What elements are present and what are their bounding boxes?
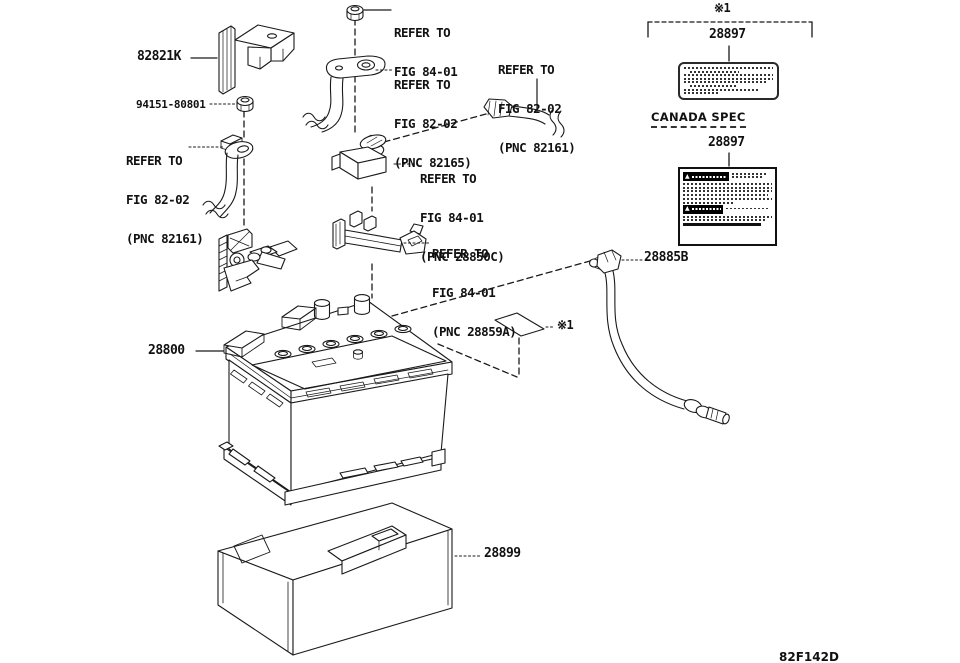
- terminal-left-drawing: [202, 134, 254, 219]
- holddown-clamp-drawing: [332, 210, 427, 255]
- fine-print-line: [690, 84, 737, 87]
- leader-lines-dotted: [188, 69, 643, 557]
- fine-print-line: [683, 190, 772, 193]
- fine-print-line: [684, 74, 773, 77]
- note-asterisk-top: ※1: [714, 1, 731, 15]
- refer-line: (PNC 82161): [126, 231, 204, 246]
- refer-line: FIG 84-01: [394, 64, 458, 79]
- part-label-28899[interactable]: 28899: [484, 546, 521, 561]
- battery-drawing: [218, 294, 453, 506]
- note-asterisk-battery: ※1: [557, 318, 574, 332]
- poison-bar-text: [691, 208, 721, 211]
- refer-line: FIG 82-02: [126, 192, 190, 207]
- fine-print-line: [690, 70, 740, 73]
- battery-clamp-assembly-drawing: [218, 228, 298, 292]
- danger-warning-triangle-icon: ▲: [685, 172, 690, 180]
- canada-spec-heading: CANADA SPEC: [651, 110, 746, 128]
- refer-line: REFER TO: [420, 171, 477, 186]
- fine-print-line: [683, 186, 772, 189]
- battery-wire-drawing: [588, 249, 730, 425]
- poison-warning-triangle-icon: ▲: [685, 205, 690, 213]
- fine-print-line: [683, 215, 772, 218]
- danger-bar-text: [691, 175, 727, 178]
- battery-bracket-drawing: [218, 24, 295, 95]
- battery-sensor-drawing: [331, 134, 387, 180]
- refer-line: REFER TO: [394, 77, 451, 92]
- refer-note-connector: REFER TO FIG 82-02 (PNC 82161): [498, 37, 576, 167]
- part-label-28800[interactable]: 28800: [148, 343, 185, 358]
- terminal-mid-drawing: [302, 55, 386, 133]
- refer-line: REFER TO: [394, 25, 451, 40]
- fine-print-line: [683, 182, 772, 185]
- terminal-nut-drawing: [236, 95, 254, 113]
- refer-line: REFER TO: [432, 246, 489, 261]
- poison-bar: ▲: [683, 204, 723, 214]
- refer-line: (PNC 28850C): [420, 249, 505, 264]
- fine-print-line: [684, 88, 758, 91]
- label-group-bracket: [647, 21, 813, 167]
- fine-print-line: [683, 219, 767, 222]
- refer-line: (PNC 82161): [498, 140, 576, 155]
- fine-print-line: [732, 173, 768, 175]
- fine-print-line-bold: [683, 223, 762, 226]
- fine-print-line: [684, 92, 720, 95]
- refer-line: FIG 84-01: [432, 285, 496, 300]
- part-label-28885b[interactable]: 28885B: [644, 250, 688, 265]
- refer-line: REFER TO: [126, 153, 183, 168]
- refer-note-sensor: REFER TO FIG 84-01 (PNC 28850C): [420, 146, 505, 276]
- refer-note-clamp: REFER TO FIG 84-01 (PNC 28859A): [432, 221, 517, 351]
- fine-print-line: [726, 207, 770, 210]
- battery-cover-drawing: [217, 502, 453, 656]
- refer-note-top-nut: REFER TO FIG 84-01: [394, 0, 458, 91]
- fine-print-line: [732, 176, 762, 178]
- clamp-nut-drawing: [346, 4, 364, 22]
- part-label-28897-usa[interactable]: 28897: [709, 27, 746, 42]
- refer-line: REFER TO: [498, 62, 555, 77]
- refer-note-terminal-left: REFER TO FIG 82-02 (PNC 82161): [126, 128, 204, 258]
- refer-line: FIG 84-01: [420, 210, 484, 225]
- connector-drawing: [483, 98, 565, 138]
- refer-line: FIG 82-02: [498, 101, 562, 116]
- refer-line: FIG 82-02: [394, 116, 458, 131]
- part-label-28897-canada[interactable]: 28897: [708, 135, 745, 150]
- assembly-dashed-lines: [243, 18, 591, 378]
- part-label-82821k[interactable]: 82821K: [137, 49, 181, 64]
- fine-print-line: [684, 81, 766, 84]
- fine-print-line: [683, 194, 769, 197]
- refer-note-terminal-mid: REFER TO FIG 82-02 (PNC 82165): [394, 52, 472, 182]
- fine-print-line: [684, 67, 773, 69]
- part-label-94151-80801[interactable]: 94151-80801: [136, 98, 206, 111]
- fine-print-line: [683, 201, 735, 204]
- caution-label-canada-box: ▲ ▲: [678, 167, 777, 246]
- leader-lines-solid: [190, 9, 538, 352]
- danger-bar: ▲: [683, 172, 729, 181]
- spec-plate-drawing: [494, 312, 545, 337]
- refer-line: (PNC 28859A): [432, 324, 517, 339]
- caution-label-usa-box: [678, 62, 779, 100]
- figure-code: 82F142D: [779, 650, 839, 663]
- refer-line: (PNC 82165): [394, 155, 472, 170]
- fine-print-line: [683, 197, 772, 200]
- fine-print-line: [684, 77, 773, 80]
